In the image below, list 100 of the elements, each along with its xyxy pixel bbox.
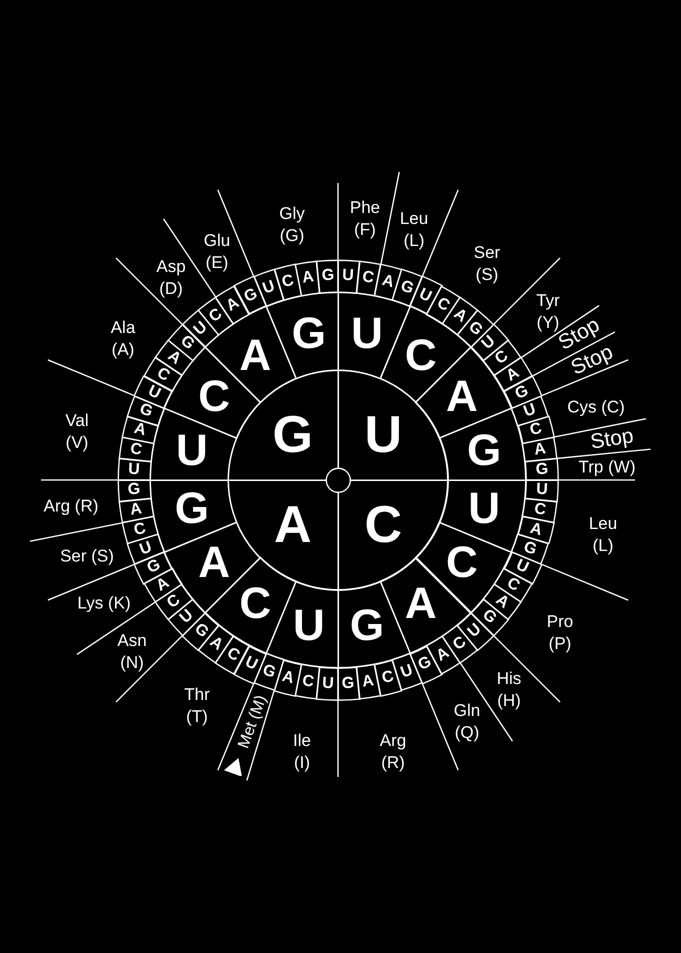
base-letter: U — [176, 428, 208, 473]
base-letter: A — [404, 582, 437, 626]
outer-ring-cell — [456, 308, 495, 348]
base-letter: G — [137, 402, 154, 421]
codon-wedge — [349, 170, 401, 266]
outer-ring-cell — [470, 323, 510, 362]
outer-ring-cell — [524, 457, 560, 482]
amino-acid-label: Arg (R) — [44, 498, 98, 516]
base-letter: C — [404, 334, 437, 378]
outer-ring-cell — [521, 497, 558, 524]
base-letter: U — [144, 383, 162, 402]
amino-acid-label: Val (V) — [65, 410, 89, 454]
amino-acid-label: Cys (C) — [567, 398, 625, 418]
amino-acid-label: Leu (L) — [588, 512, 618, 557]
base-letter: C — [280, 272, 296, 292]
base-letter: A — [129, 501, 144, 519]
codon-wedge — [399, 188, 460, 279]
outer-ring-cell — [118, 497, 155, 524]
amino-acid-label: His (H) — [496, 668, 522, 712]
base-letter: A — [528, 520, 544, 539]
base-letter: C — [532, 501, 547, 519]
base-letter: U — [293, 604, 325, 648]
base-letter: G — [398, 278, 416, 298]
outer-ring-cell — [373, 262, 404, 302]
amino-acid-label: Tyr (Y) — [536, 290, 560, 334]
base-letter: U — [322, 675, 334, 692]
base-letter: U — [468, 487, 500, 532]
outer-ring-cell — [336, 258, 361, 294]
amino-acid-label: Trp (W) — [578, 458, 636, 478]
amino-acid-label: Leu (L) — [400, 208, 428, 252]
base-letter: A — [239, 334, 272, 378]
base-letter: A — [274, 499, 312, 552]
outer-ring-cell — [521, 436, 558, 463]
base-letter: A — [446, 375, 478, 420]
base-letter: C — [446, 540, 478, 585]
outer-ring-cell — [355, 663, 382, 700]
base-letter: U — [398, 662, 415, 682]
base-letter: U — [514, 558, 532, 577]
base-letter: G — [350, 604, 384, 648]
base-letter: U — [342, 268, 354, 284]
outer-ring-cell — [336, 666, 361, 702]
base-letter: A — [224, 295, 242, 315]
base-letter: G — [272, 408, 313, 461]
base-letter: C — [434, 295, 452, 315]
outer-ring-cell — [116, 457, 152, 482]
base-letter: G — [522, 539, 539, 558]
amino-acid-label: Ser (S) — [60, 548, 114, 566]
base-letter: C — [364, 499, 402, 552]
outer-ring-cell — [294, 260, 321, 297]
codon-wedge — [39, 478, 120, 517]
base-letter: A — [198, 540, 230, 585]
amino-acid-label: Phe (F) — [350, 196, 380, 241]
base-letter: U — [416, 286, 434, 306]
base-letter: A — [380, 272, 396, 292]
base-letter: C — [528, 421, 544, 440]
base-letter: C — [132, 520, 148, 539]
outer-ring-cell — [456, 612, 495, 652]
amino-acid-label: Arg (R) — [380, 730, 406, 774]
amino-acid-label: Ser (S) — [474, 242, 500, 286]
outer-ring-cell — [118, 436, 155, 463]
base-letter: C — [380, 668, 396, 688]
base-letter: G — [292, 312, 326, 356]
base-letter: U — [261, 278, 278, 298]
outer-ring-cell — [516, 414, 556, 445]
amino-acid-label: Glu (E) — [204, 230, 230, 274]
amino-acid-label: Pro (P) — [546, 610, 574, 655]
outer-ring-cell — [355, 260, 382, 297]
outer-ring-cell — [116, 478, 152, 503]
outer-ring-cell — [315, 666, 340, 702]
base-letter: G — [260, 662, 278, 682]
base-letter: A — [132, 421, 148, 440]
base-letter: C — [301, 673, 315, 691]
amino-acid-label: Lys (K) — [77, 594, 131, 614]
base-letter: C — [129, 441, 144, 459]
base-letter: A — [280, 668, 296, 688]
amino-acid-label: Asp (D) — [156, 256, 186, 300]
base-letter: U — [138, 539, 154, 558]
base-letter: A — [434, 645, 452, 665]
base-letter: A — [532, 441, 547, 459]
base-letter: A — [361, 673, 375, 691]
base-letter: U — [242, 654, 260, 674]
amino-acid-label: Asn (N) — [117, 630, 147, 674]
base-letter: G — [341, 675, 355, 692]
base-letter: C — [361, 269, 375, 287]
base-letter: U — [536, 482, 548, 498]
base-letter: G — [242, 286, 260, 306]
base-letter: U — [522, 402, 538, 421]
base-letter: G — [144, 557, 163, 578]
outer-ring-cell — [181, 308, 220, 348]
base-letter: C — [224, 645, 242, 665]
outer-ring-cell — [294, 663, 321, 700]
amino-acid-label: Ile (I) — [293, 730, 311, 774]
stop-codon-label: Stop — [588, 424, 636, 454]
base-letter: G — [174, 487, 209, 532]
amino-acid-label: Gly (G) — [279, 202, 305, 247]
base-letter: U — [128, 462, 140, 478]
amino-acid-label: Met (M) — [235, 693, 271, 751]
base-letter: G — [467, 428, 502, 473]
codon-wedge — [556, 458, 637, 482]
codon-wedge — [279, 181, 340, 262]
